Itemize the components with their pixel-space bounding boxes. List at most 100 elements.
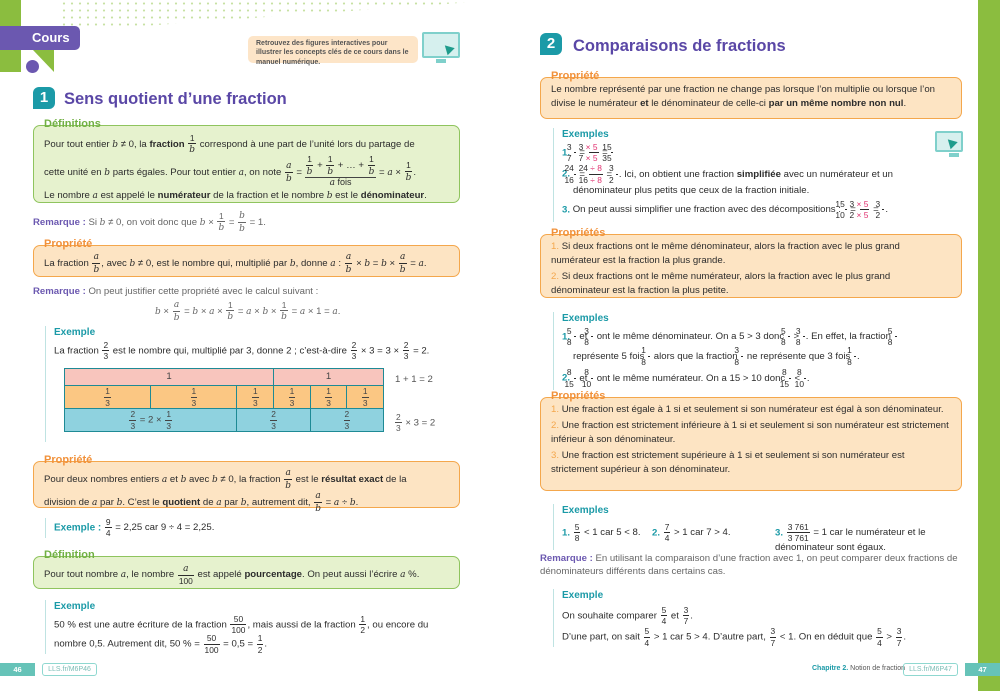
box-label: Propriété (42, 238, 95, 252)
item-text: Si deux fractions ont le même dénominate… (551, 241, 900, 266)
remark-text: On peut justifier cette propriété avec l… (85, 286, 319, 297)
item-number: 1. (551, 404, 560, 415)
chapter-number: Chapitre 2. (812, 665, 849, 672)
properties-box: Propriétés 1. Une fraction est égale à 1… (540, 390, 962, 491)
remark-key: Remarque : (33, 217, 86, 229)
item-text: Si deux fractions ont le même numérateur… (551, 270, 891, 296)
item-number: 1. (562, 146, 571, 158)
box-label: Propriété (42, 454, 95, 468)
remark: Remarque : On peut justifier cette propr… (33, 285, 318, 299)
bar-unit: 1 (63, 368, 275, 387)
example-title: Exemple : (54, 522, 102, 534)
box-label: Propriété (549, 70, 602, 84)
property-text: Pour deux nombres entiers a et b avec b … (44, 468, 407, 491)
page-link[interactable]: LLS.fr/M6P47 (903, 663, 958, 676)
bar-row-label: 1 + 1 = 2 (395, 374, 433, 385)
remark-key: Remarque : (540, 553, 593, 564)
digital-manual-info: Retrouvez des figures interactives pour … (248, 36, 418, 66)
section-number-badge: 2 (540, 33, 562, 55)
item-number: 2. (562, 372, 571, 384)
definition-box: Définition Pour tout nombre a, le nombre… (33, 549, 460, 589)
item-number: 2. (562, 168, 571, 180)
section-title: Sens quotient d’une fraction (64, 90, 287, 108)
item-number: 1. (562, 526, 571, 538)
item-number: 1. (551, 241, 560, 252)
example-block: Exemple 50 % est une autre écriture de l… (45, 600, 465, 655)
remark-key: Remarque : (33, 286, 86, 297)
item-number: 2. (551, 419, 560, 431)
item-text: On peut aussi simplifier une fraction av… (572, 199, 889, 221)
decorative-dot (26, 60, 39, 73)
remark-text: En utilisant la comparaison d’une fracti… (540, 553, 958, 577)
item-number: 3. (551, 449, 560, 461)
item-text: Une fraction est strictement supérieure … (551, 449, 905, 475)
remark: Remarque : Si b ≠ 0, on voit donc que b … (33, 211, 266, 234)
interactive-figure-icon[interactable] (935, 131, 963, 157)
definition-text-part: cette unité en b parts égales. Pour tout… (44, 160, 305, 184)
remark: Remarque : En utilisant la comparaison d… (540, 553, 965, 579)
item-text: Une fraction est égale à 1 si et seuleme… (561, 404, 944, 415)
page-link[interactable]: LLS.fr/M6P46 (42, 663, 97, 676)
box-label: Définitions (42, 118, 103, 132)
section-number-badge: 1 (33, 87, 55, 109)
list-item: 2. Si deux fractions ont le même numérat… (551, 270, 951, 298)
definitions-box: Définitions Pour tout entier b ≠ 0, la f… (33, 118, 460, 203)
box-label: Propriétés (549, 390, 608, 404)
item-number: 1. (562, 330, 571, 342)
interactive-figure-icon[interactable] (422, 32, 460, 63)
sum-count: a fois (329, 176, 352, 188)
item-number: 2. (551, 270, 560, 282)
